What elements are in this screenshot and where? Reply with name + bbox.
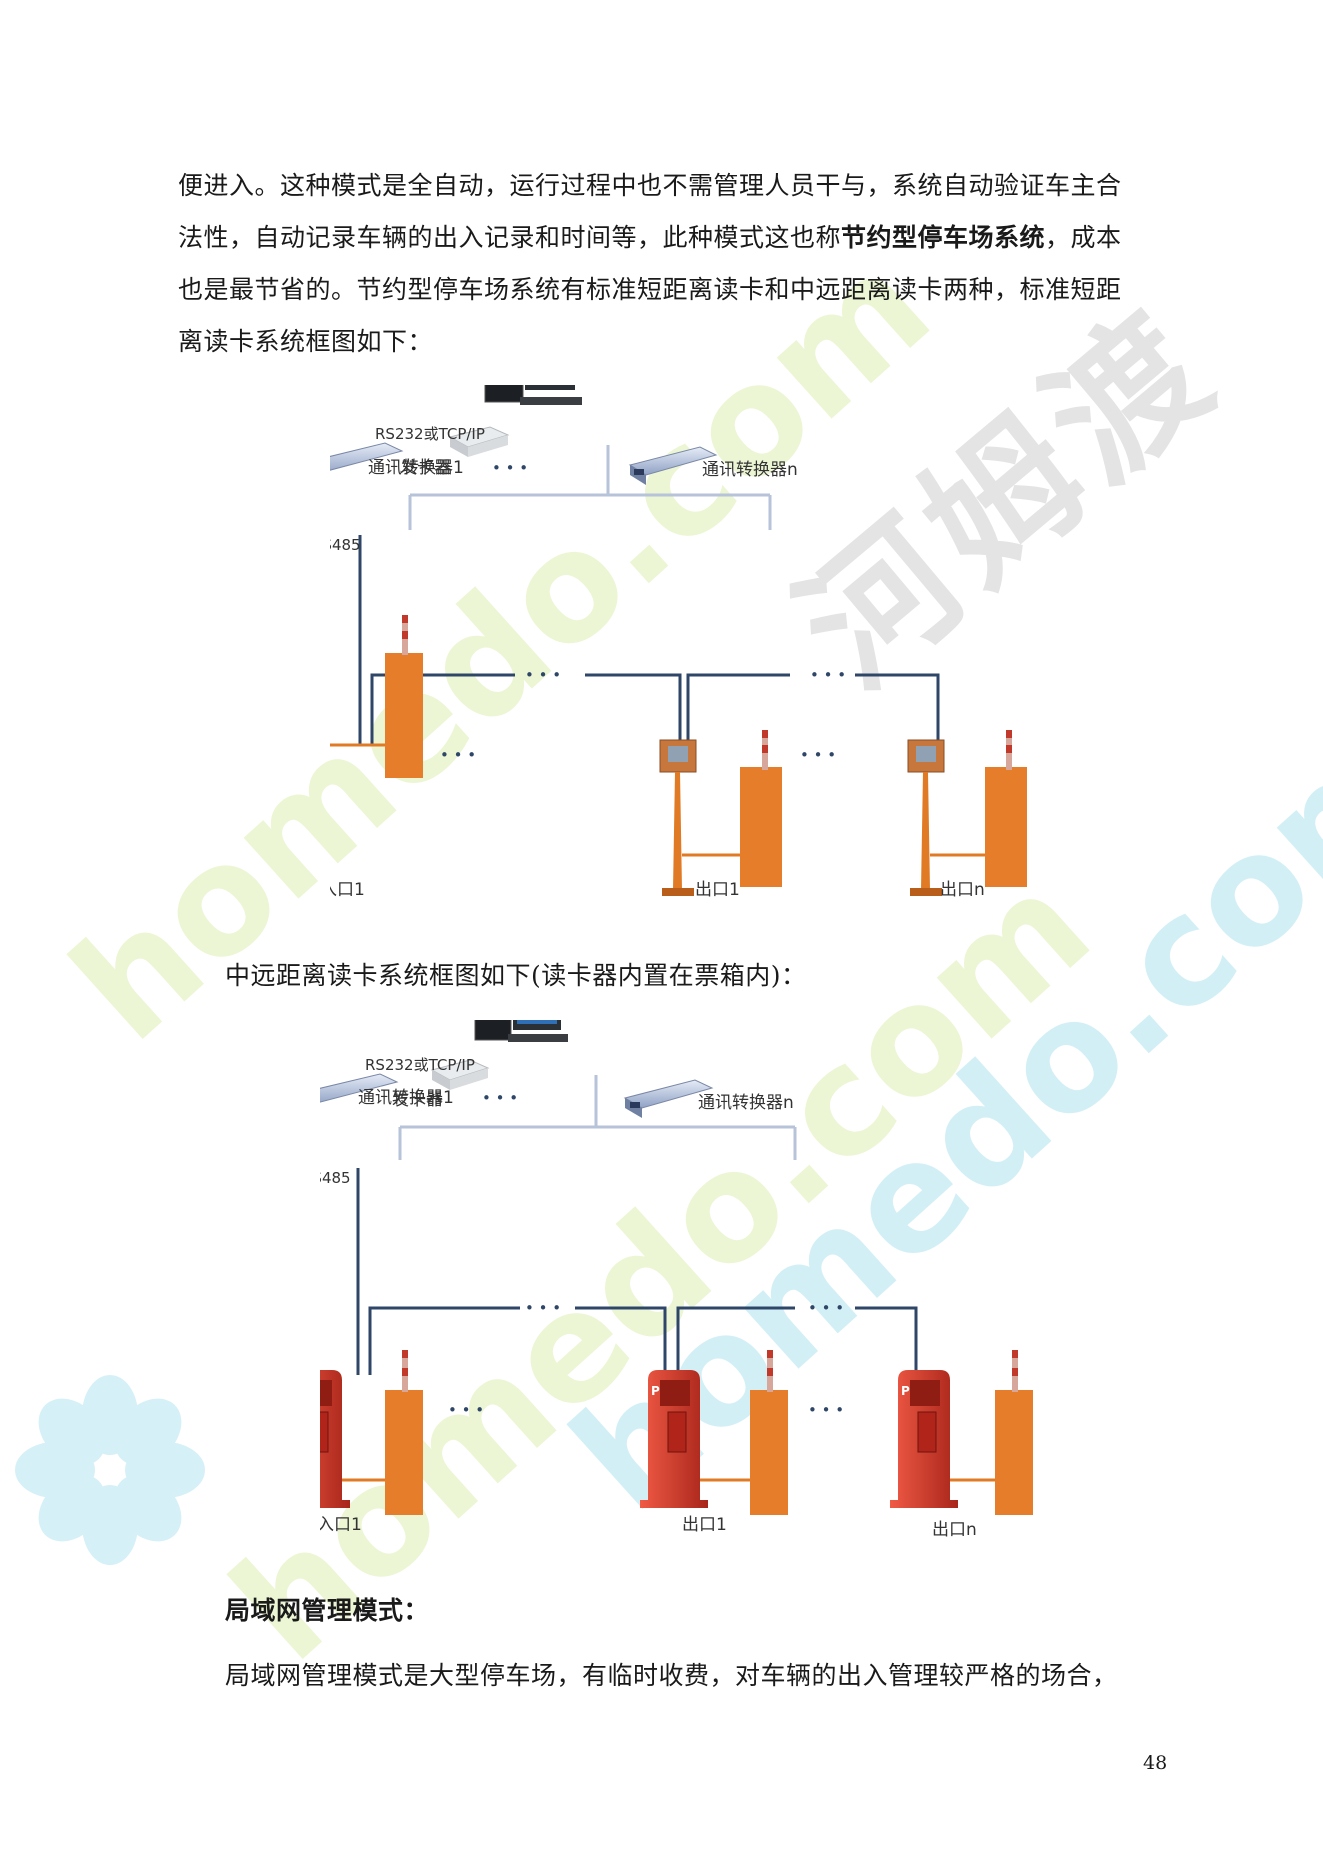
bus-label: RS485 <box>320 1169 351 1187</box>
text-line: 便进入。这种模式是全自动，运行过程中也不需管理人员干与，系统自动验证车主合 <box>178 171 1122 200</box>
computer-icon <box>484 385 582 405</box>
converter-1-icon <box>330 442 404 471</box>
exit-n-label: 出口n <box>932 1520 977 1540</box>
exit-n-barrier-gate-icon <box>950 1350 1033 1515</box>
link-label: RS232或TCP/IP <box>375 425 485 443</box>
text-line: 也是最节省的。节约型停车场系统有标准短距离读卡和中远距离读卡两种，标准短距 <box>178 275 1122 304</box>
exit-n-barrier-gate-icon <box>930 730 1027 887</box>
entrance-barrier-gate-icon <box>330 615 423 778</box>
exit-n-ticket-box-icon <box>890 1370 958 1508</box>
converter-n-icon <box>623 1079 714 1118</box>
watermark-flower-icon <box>15 1375 205 1565</box>
exit-1-label: 出口1 <box>682 1515 727 1535</box>
converter-n-label: 通讯转换器n <box>698 1093 794 1113</box>
page-number: 48 <box>1143 1752 1168 1774</box>
long-range-system-diagram: 发卡器 RS232或TCP/IP 通讯转换器1 • • • 通讯转换器n RS4… <box>320 1020 1033 1540</box>
text-line: 法性，自动记录车辆的出入记录和时间等，此种模式这也称节约型停车场系统，成本 <box>178 212 1163 264</box>
ellipsis: • • • <box>800 746 836 764</box>
bus-label: RS485 <box>330 536 361 554</box>
card-issuer-icon <box>430 1059 490 1090</box>
card-issuer-label: 发卡器 <box>392 1090 443 1110</box>
exit-1-label: 出口1 <box>695 880 740 900</box>
entrance-label: 入口1 <box>320 1515 362 1535</box>
converter-1-label: 通讯转换器1 <box>368 458 464 478</box>
ellipsis: • • • <box>440 746 476 764</box>
card-issuer-icon <box>448 426 510 457</box>
text-run: ，成本 <box>1045 223 1122 252</box>
entrance-label: 入口1 <box>330 880 365 900</box>
short-range-system-diagram: 发卡器 RS232或TCP/IP 通讯转换器1 • • • 通讯转换器n RS4… <box>330 385 1027 900</box>
ellipsis: • • • <box>482 1089 518 1107</box>
text-run: 法性，自动记录车辆的出入记录和时间等，此种模式这也称 <box>178 223 842 252</box>
ellipsis: • • • <box>448 1401 484 1419</box>
ticket-box-letter: P <box>651 1384 660 1398</box>
link-label: RS232或TCP/IP <box>365 1056 475 1074</box>
exit-1-reader-stand-icon <box>659 739 697 896</box>
exit-n-label: 出口n <box>940 880 985 900</box>
exit-1-ticket-box-icon <box>640 1370 708 1508</box>
ellipsis: • • • <box>808 1401 844 1419</box>
converter-n-icon <box>628 446 718 485</box>
diagram-2-caption: 中远距离读卡系统框图如下(读卡器内置在票箱内)： <box>225 961 807 990</box>
entrance-ticket-box-icon <box>320 1370 350 1508</box>
ellipsis: • • • <box>525 666 561 684</box>
exit-n-reader-stand-icon <box>907 739 945 896</box>
entrance-barrier-gate-icon <box>342 1350 423 1515</box>
ellipsis: • • • <box>810 666 846 684</box>
computer-icon <box>474 1020 568 1042</box>
ellipsis: • • • <box>808 1299 844 1317</box>
bold-term: 节约型停车场系统 <box>841 223 1046 252</box>
exit-1-barrier-gate-icon <box>682 730 782 887</box>
ellipsis: • • • <box>492 459 528 477</box>
card-issuer-label: 发卡器 <box>400 458 451 478</box>
exit-1-barrier-gate-icon <box>700 1350 788 1515</box>
ellipsis: • • • <box>525 1299 561 1317</box>
ticket-box-letter: P <box>901 1384 910 1398</box>
text-line: 离读卡系统框图如下： <box>178 327 434 356</box>
converter-1-label: 通讯转换器1 <box>358 1088 454 1108</box>
section-heading: 局域网管理模式： <box>225 1596 430 1625</box>
converter-n-label: 通讯转换器n <box>702 460 798 480</box>
converter-1-icon <box>320 1073 399 1103</box>
intro-paragraph: 便进入。这种模式是全自动，运行过程中也不需管理人员干与，系统自动验证车主合 法性… <box>178 160 1163 368</box>
lan-mode-paragraph: 局域网管理模式是大型停车场，有临时收费，对车辆的出入管理较严格的场合， <box>225 1661 1118 1690</box>
